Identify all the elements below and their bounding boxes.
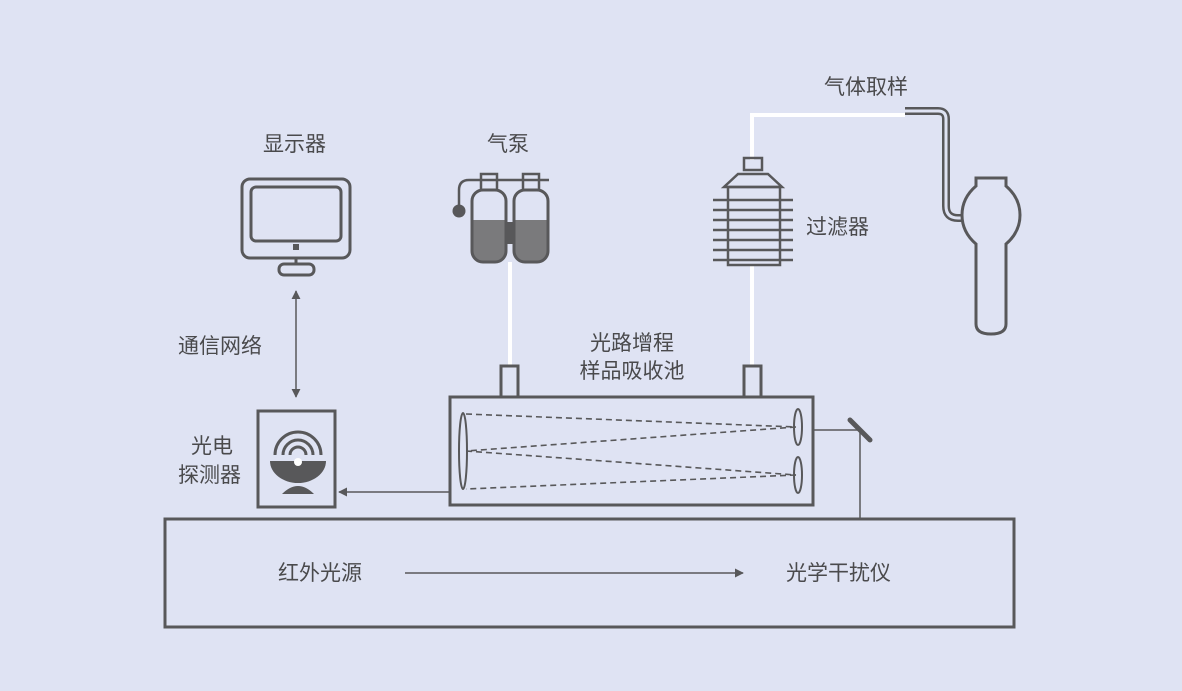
sampling-flask-icon [905,107,1022,336]
filter-icon [713,156,793,267]
monitor-icon [240,177,352,277]
monitor-label: 显示器 [263,132,326,156]
gas-sampling-label: 气体取样 [824,75,908,99]
cell-inlet-port [499,364,520,399]
cell-label-line1: 光路增程 [590,331,674,355]
gas-cylinder-icon [452,172,550,264]
mirror-icon [847,417,873,443]
optical-beam [813,429,861,519]
communication-label: 通信网络 [178,334,262,358]
gas-pipes [508,113,905,366]
filter-label: 过滤器 [806,215,869,239]
cell-label-line2: 样品吸收池 [579,359,685,383]
cell-outlet-port [742,364,763,399]
interferometer-label: 光学干扰仪 [786,561,891,585]
detector-label-line1: 光电 [191,434,233,458]
pump-label: 气泵 [487,132,529,156]
absorption-cell [448,395,815,507]
base-platform [163,517,1016,629]
ir-source-label: 红外光源 [278,561,362,585]
detector-label-line2: 探测器 [178,463,241,487]
photodetector-icon [256,409,337,509]
